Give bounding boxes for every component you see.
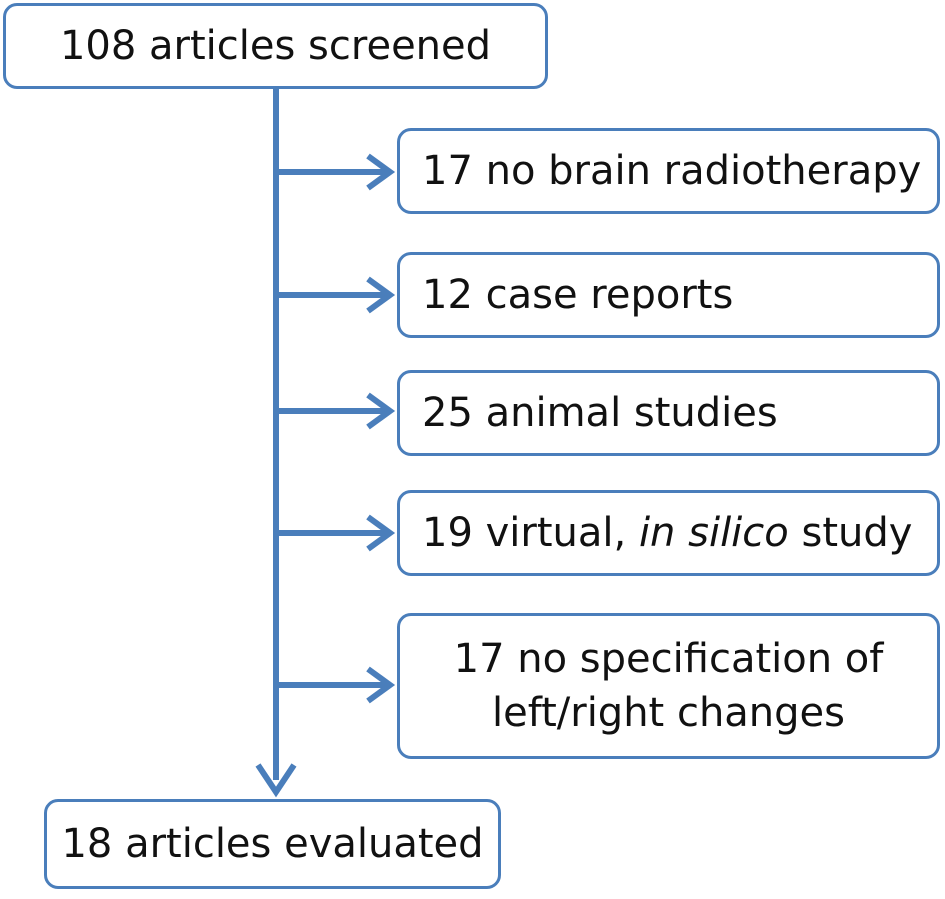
screened-articles-label: 108 articles screened	[59, 23, 492, 69]
evaluated-articles-label: 18 articles evaluated	[61, 821, 484, 867]
exclusion-label-animal-studies: 25 animal studies	[422, 390, 778, 436]
branch-arrowhead-1	[366, 153, 396, 191]
branch-arrowhead-5	[366, 666, 396, 704]
in-silico-italic: in silico	[638, 510, 789, 556]
branch-arrowhead-2	[366, 276, 396, 314]
screened-articles-box: 108 articles screened	[3, 3, 548, 89]
exclusion-box-left-right: 17 no specification of left/right changes	[397, 613, 940, 759]
final-arrowhead	[255, 763, 297, 798]
branch-arrowhead-3	[366, 392, 396, 430]
exclusion-box-in-silico: 19 virtual, in silico study	[397, 490, 940, 576]
exclusion-label-case-reports: 12 case reports	[422, 272, 734, 318]
left-right-line-2: left/right changes	[491, 690, 845, 736]
exclusion-label-brain-radiotherapy: 17 no brain radiotherapy	[422, 148, 922, 194]
exclusion-box-brain-radiotherapy: 17 no brain radiotherapy	[397, 128, 940, 214]
exclusion-box-case-reports: 12 case reports	[397, 252, 940, 338]
in-silico-prefix: 19 virtual,	[422, 510, 639, 556]
in-silico-suffix: study	[788, 510, 913, 556]
exclusion-box-animal-studies: 25 animal studies	[397, 370, 940, 456]
left-right-line-1: 17 no specification of	[453, 636, 884, 682]
evaluated-articles-box: 18 articles evaluated	[44, 799, 501, 889]
branch-arrowhead-4	[366, 514, 396, 552]
exclusion-label-in-silico: 19 virtual, in silico study	[422, 508, 912, 558]
exclusion-label-left-right: 17 no specification of left/right changes	[454, 632, 884, 740]
